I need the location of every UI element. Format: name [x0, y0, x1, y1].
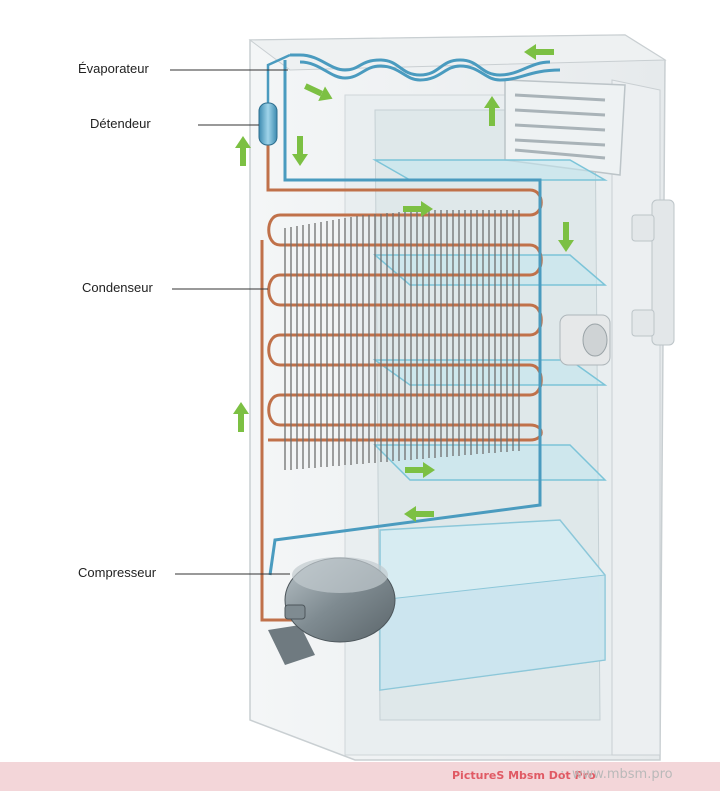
compressor: [268, 557, 396, 665]
watermark-url: www.mbsm.pro: [572, 767, 673, 782]
flow-arrows: [233, 44, 574, 522]
arrow-icon: [235, 136, 251, 166]
watermark-caption: PictureS Mbsm Dot Pro: [452, 769, 596, 782]
arrow-icon: [233, 402, 249, 432]
crisper-drawer: [379, 519, 606, 691]
evaporator-label: Évaporateur: [78, 61, 149, 76]
watermark-separator: :: [560, 767, 565, 782]
arrow-icon: [404, 506, 434, 522]
leader-lines: [170, 69, 290, 575]
capillary-tube: [266, 53, 291, 105]
freezer-compartment: [504, 79, 626, 176]
watermark-bar: [0, 762, 720, 791]
arrow-icon: [484, 96, 500, 126]
arrow-icon: [292, 136, 308, 166]
arrow-icon: [405, 462, 435, 478]
arrow-icon: [403, 201, 433, 217]
suction-line: [268, 178, 542, 576]
arrow-icon: [304, 83, 333, 101]
expansion-valve: [258, 102, 278, 146]
condenser-label: Condenseur: [82, 280, 153, 295]
condenser-pipes: [260, 145, 543, 622]
arrow-icon: [524, 44, 554, 60]
condenser-fins: [284, 210, 520, 470]
evaporator-coil: [283, 53, 561, 182]
arrow-icon: [558, 222, 574, 252]
thermostat: [559, 314, 611, 366]
expansion-valve-label: Détendeur: [90, 116, 151, 131]
compressor-label: Compresseur: [78, 565, 157, 580]
